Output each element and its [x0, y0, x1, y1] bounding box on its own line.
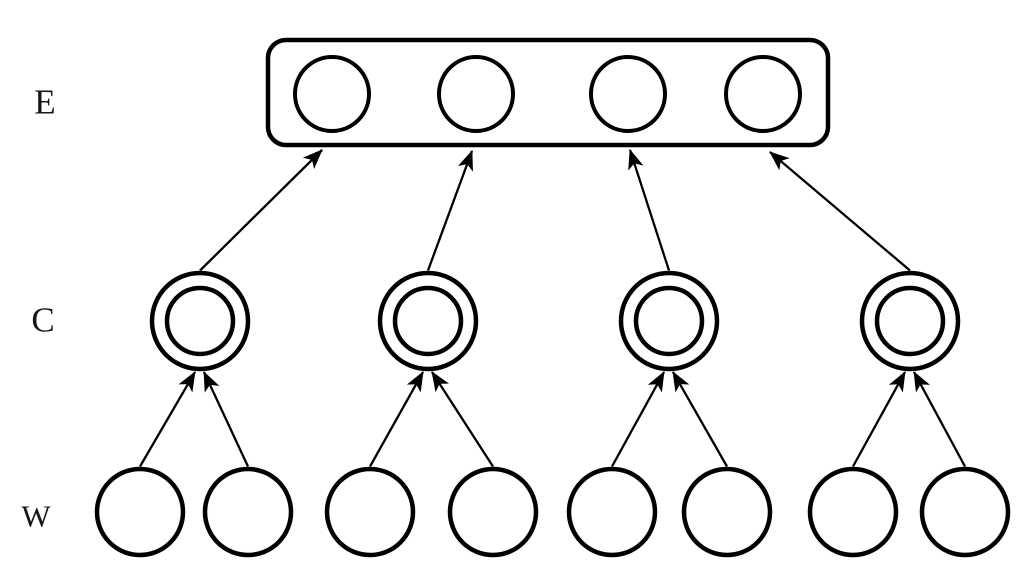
- edge-w8-to-c4: [912, 371, 967, 468]
- edge-w6-to-c3: [672, 371, 728, 468]
- embedding-node-e3: [589, 55, 667, 133]
- edge-c2-to-e2: [426, 150, 474, 271]
- word-node-w2: [202, 466, 294, 558]
- word-node-w1: [94, 466, 186, 558]
- row-label-words: W: [21, 498, 51, 534]
- word-node-w8: [919, 466, 1011, 558]
- edge-c1-to-e1: [199, 149, 323, 272]
- word-node-w5: [566, 466, 658, 558]
- word-node-w7: [807, 466, 899, 558]
- word-node-w6: [681, 466, 773, 558]
- edge-w2-to-c1: [202, 371, 250, 467]
- row-label-embedding: E: [34, 82, 56, 122]
- embedding-node-e1: [293, 55, 371, 133]
- word-node-w4: [447, 466, 539, 558]
- edge-w1-to-c1: [139, 371, 196, 468]
- row-label-context: C: [31, 300, 55, 340]
- embedding-node-e2: [437, 55, 515, 133]
- edge-w4-to-c2: [431, 371, 494, 468]
- edge-w3-to-c2: [368, 371, 425, 468]
- context-node-c2-inner: [392, 285, 464, 357]
- embedding-node-e4: [724, 55, 802, 133]
- edge-c3-to-e3: [628, 149, 671, 271]
- embedding-container-box: [265, 37, 831, 148]
- context-node-c4-inner: [874, 285, 946, 357]
- edge-w5-to-c3: [610, 371, 666, 468]
- context-node-c3-inner: [633, 285, 705, 357]
- edge-c4-to-e4: [769, 151, 911, 272]
- word-node-w3: [324, 466, 416, 558]
- edge-w7-to-c4: [851, 371, 907, 468]
- context-node-c1-inner: [164, 285, 236, 357]
